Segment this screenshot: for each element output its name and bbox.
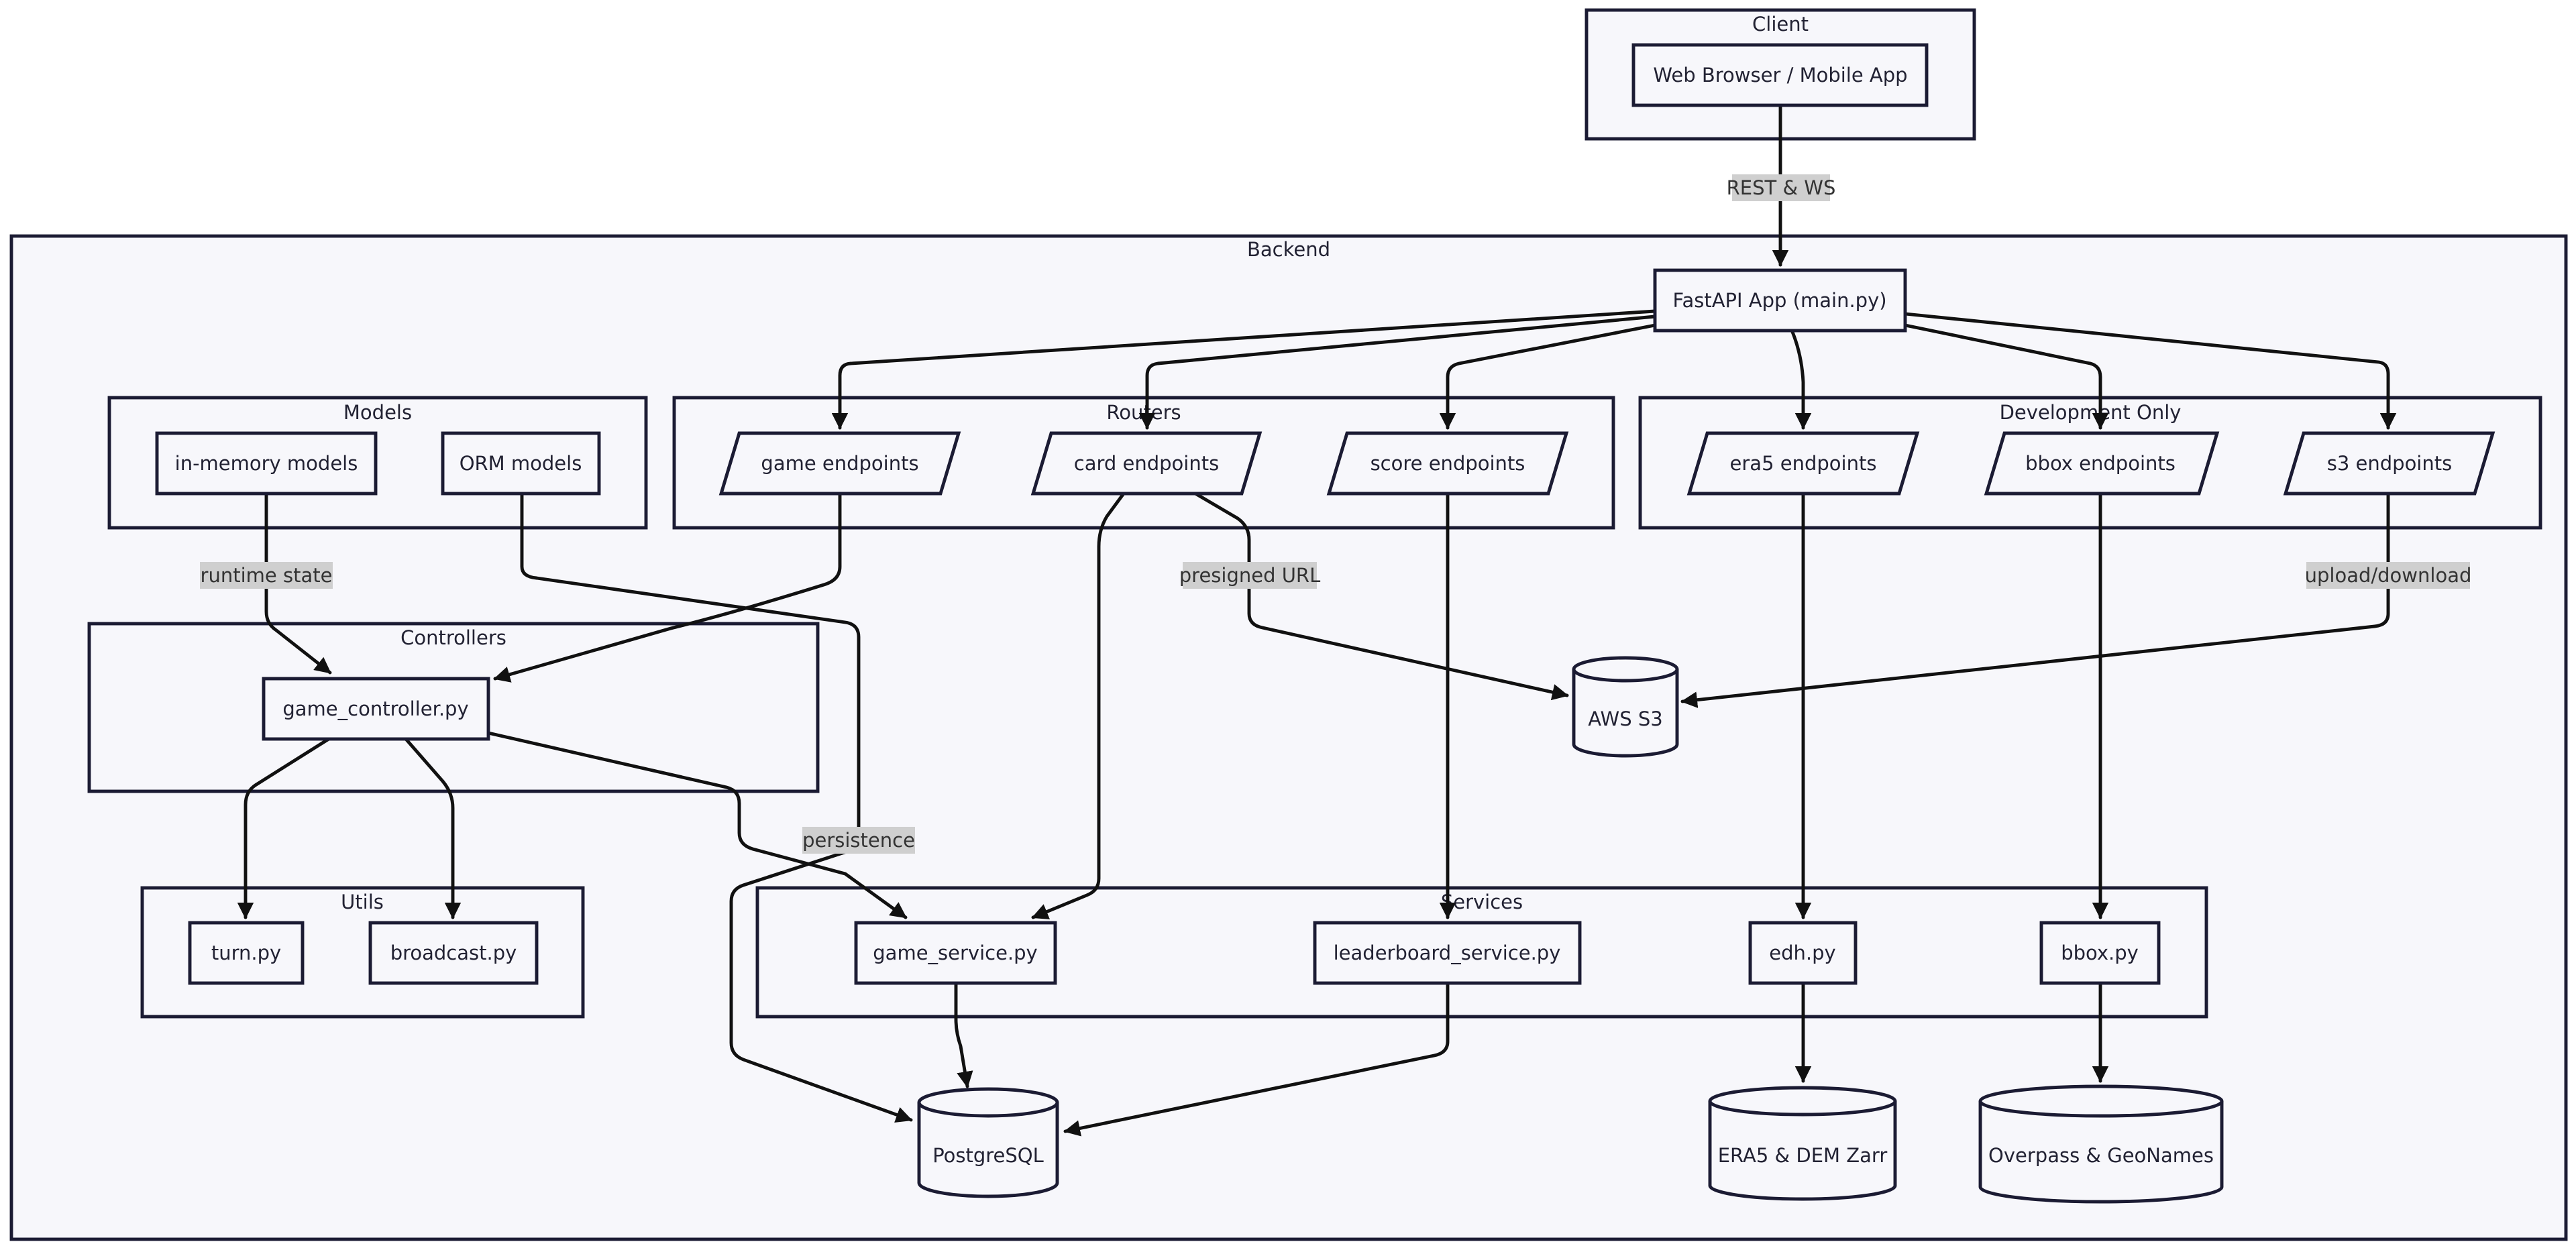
node-era5-dem-zarr-label: ERA5 & DEM Zarr — [1718, 1144, 1888, 1167]
edge-label-runtime-state-text: runtime state — [201, 564, 333, 587]
node-in-memory-models-label: in-memory models — [175, 452, 358, 475]
cluster-services-label: Services — [1441, 891, 1523, 913]
edge-controller-to-broadcast — [404, 737, 462, 919]
node-turn[interactable]: turn.py — [188, 921, 305, 985]
node-era5-dem-zarr[interactable]: ERA5 & DEM Zarr — [1708, 1086, 1897, 1201]
node-bbox[interactable]: bbox.py — [2039, 921, 2161, 985]
edge-fastapi-to-s3-endpoints — [1903, 312, 2397, 430]
node-aws-s3[interactable]: AWS S3 — [1572, 656, 1679, 758]
node-overpass-geonames-label: Overpass & GeoNames — [1988, 1144, 2214, 1167]
node-orm-models-label: ORM models — [460, 452, 582, 475]
edge-label-upload-download-text: upload/download — [2305, 564, 2472, 587]
edge-label-persistence-text: persistence — [802, 829, 915, 852]
edge-label-runtime-state: runtime state — [200, 562, 333, 589]
edge-fastapi-to-game-endpoints — [831, 309, 1657, 430]
edge-controller-to-game-service — [486, 731, 908, 919]
node-game-endpoints[interactable]: game endpoints — [718, 431, 961, 496]
node-aws-s3-label: AWS S3 — [1588, 707, 1662, 730]
edge-s3-endpoints-to-s3 — [1680, 492, 2390, 708]
node-fastapi-app[interactable]: FastAPI App (main.py) — [1653, 268, 1907, 333]
node-leaderboard-service[interactable]: leaderboard_service.py — [1313, 921, 1582, 985]
node-broadcast-label: broadcast.py — [390, 942, 517, 964]
node-game-service[interactable]: game_service.py — [854, 921, 1057, 985]
edge-fastapi-to-score-endpoints — [1439, 323, 1657, 430]
node-postgresql[interactable]: PostgreSQL — [917, 1087, 1059, 1198]
node-game-endpoints-label: game endpoints — [761, 452, 918, 475]
edge-controller-to-turn — [237, 737, 331, 919]
node-card-endpoints[interactable]: card endpoints — [1030, 431, 1263, 496]
node-s3-endpoints[interactable]: s3 endpoints — [2283, 431, 2496, 496]
cluster-routers-label: Routers — [1106, 401, 1181, 424]
node-orm-models[interactable]: ORM models — [441, 431, 601, 496]
node-game-controller-label: game_controller.py — [282, 697, 468, 720]
node-bbox-endpoints[interactable]: bbox endpoints — [1984, 431, 2220, 496]
cluster-dev-only-label: Development Only — [2000, 401, 2182, 424]
edge-fastapi-to-card-endpoints — [1138, 315, 1657, 430]
node-edh[interactable]: edh.py — [1748, 921, 1858, 985]
node-card-endpoints-label: card endpoints — [1074, 452, 1219, 475]
edge-fastapi-to-era5-endpoints — [1790, 330, 1812, 430]
edge-label-presigned-url-text: presigned URL — [1179, 564, 1321, 587]
node-postgresql-label: PostgreSQL — [932, 1144, 1044, 1167]
cluster-backend-label: Backend — [1247, 238, 1330, 261]
node-in-memory-models[interactable]: in-memory models — [155, 431, 378, 496]
edge-label-rest-ws-text: REST & WS — [1727, 176, 1836, 199]
edge-label-rest-ws: REST & WS — [1727, 174, 1836, 201]
node-turn-label: turn.py — [211, 942, 281, 964]
node-overpass-geonames[interactable]: Overpass & GeoNames — [1978, 1084, 2224, 1204]
edge-leaderboard-to-postgres — [1063, 981, 1450, 1137]
node-edh-label: edh.py — [1769, 942, 1835, 964]
node-game-service-label: game_service.py — [873, 942, 1037, 964]
cluster-models-label: Models — [343, 401, 412, 424]
node-era5-endpoints[interactable]: era5 endpoints — [1686, 431, 1920, 496]
node-bbox-label: bbox.py — [2061, 942, 2139, 964]
node-web-browser[interactable]: Web Browser / Mobile App — [1631, 43, 1929, 107]
edge-card-endpoints-to-game-service — [1031, 492, 1126, 919]
node-leaderboard-service-label: leaderboard_service.py — [1334, 942, 1561, 964]
node-game-controller[interactable]: game_controller.py — [262, 677, 490, 741]
node-fastapi-app-label: FastAPI App (main.py) — [1672, 289, 1886, 312]
node-broadcast[interactable]: broadcast.py — [368, 921, 539, 985]
edge-label-presigned-url: presigned URL — [1179, 562, 1321, 589]
edge-game-endpoints-to-controller — [493, 492, 842, 683]
cluster-controllers-label: Controllers — [400, 626, 506, 649]
cluster-client-label: Client — [1752, 13, 1809, 36]
node-era5-endpoints-label: era5 endpoints — [1730, 452, 1877, 475]
node-score-endpoints[interactable]: score endpoints — [1326, 431, 1569, 496]
node-s3-endpoints-label: s3 endpoints — [2327, 452, 2452, 475]
cluster-utils-label: Utils — [341, 891, 384, 913]
edge-label-upload-download: upload/download — [2305, 562, 2472, 589]
edge-inmemory-to-controller — [264, 492, 332, 675]
edge-label-persistence: persistence — [802, 827, 915, 854]
edge-game-service-to-postgres — [954, 981, 973, 1088]
edge-fastapi-to-bbox-endpoints — [1903, 323, 2109, 430]
node-score-endpoints-label: score endpoints — [1371, 452, 1525, 475]
node-web-browser-label: Web Browser / Mobile App — [1653, 64, 1907, 87]
node-bbox-endpoints-label: bbox endpoints — [2025, 452, 2176, 475]
